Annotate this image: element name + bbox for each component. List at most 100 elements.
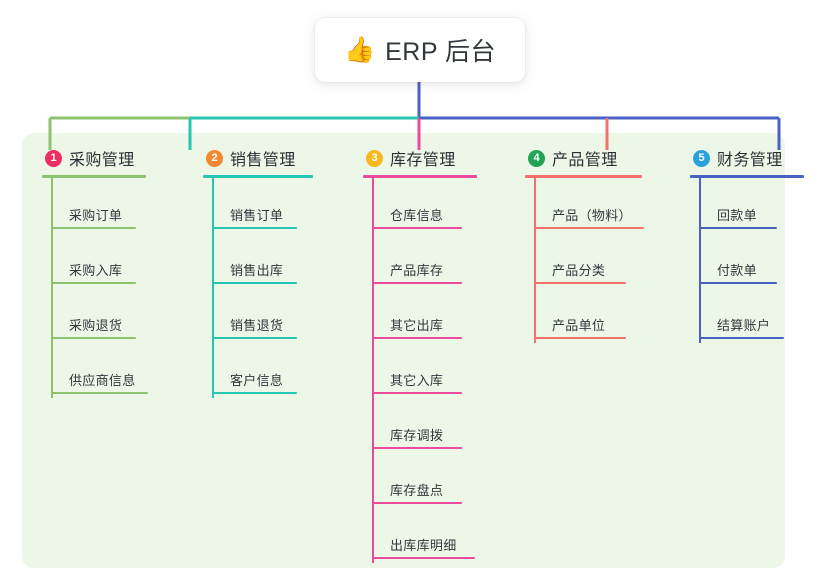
leaf-item[interactable]: 销售出库 [212,233,313,288]
column-badge-1: 1 [45,149,62,167]
leaf-label: 销售退货 [230,318,284,333]
column-title-3: 库存管理 [390,152,456,169]
leaf-label: 销售订单 [230,208,284,223]
leaf-label: 出库库明细 [390,538,457,553]
leaf-label: 产品分类 [552,263,606,278]
root-title: ERP 后台 [385,38,497,66]
leaf-underline [212,227,297,229]
column-body-3: 仓库信息产品库存其它出库其它入库库存调拨库存盘点出库库明细 [363,178,477,563]
leaf-label: 其它入库 [390,373,444,388]
column-body-5: 回款单付款单结算账户 [690,178,804,343]
column-5: 5 财务管理回款单付款单结算账户 [690,146,804,343]
column-trunk-2 [212,178,214,398]
column-title-1: 采购管理 [69,152,135,169]
leaf-underline [51,227,136,229]
column-trunk-1 [51,178,53,398]
column-header-3[interactable]: 3 库存管理 [363,146,477,170]
leaf-underline [372,337,462,339]
column-trunk-5 [699,178,701,343]
column-badge-5: 5 [693,149,710,167]
leaf-underline [372,282,462,284]
leaf-item[interactable]: 出库库明细 [372,508,477,563]
leaf-underline [212,337,297,339]
leaf-label: 供应商信息 [69,373,136,388]
leaf-label: 采购退货 [69,318,123,333]
leaf-item[interactable]: 产品分类 [534,233,642,288]
leaf-label: 库存盘点 [390,483,444,498]
leaf-label: 客户信息 [230,373,284,388]
leaf-underline [51,337,136,339]
leaf-underline [372,392,462,394]
leaf-underline [212,392,297,394]
leaf-label: 库存调拨 [390,428,444,443]
leaf-underline [212,282,297,284]
leaf-item[interactable]: 产品库存 [372,233,477,288]
leaf-label: 产品单位 [552,318,606,333]
column-underline-3 [363,175,477,178]
leaf-item[interactable]: 库存调拨 [372,398,477,453]
leaf-underline [51,392,148,394]
leaf-label: 其它出库 [390,318,444,333]
leaf-underline [372,502,462,504]
column-underline-2 [203,175,313,178]
column-badge-3: 3 [366,149,383,167]
column-4: 4 产品管理产品（物料） 产品分类产品单位 [525,146,644,343]
column-underline-4 [525,175,642,178]
column-title-2: 销售管理 [230,152,296,169]
leaf-label: 产品库存 [390,263,444,278]
leaf-item[interactable]: 库存盘点 [372,453,477,508]
column-trunk-3 [372,178,374,563]
column-underline-1 [42,175,146,178]
column-body-4: 产品（物料） 产品分类产品单位 [525,178,644,343]
leaf-label: 回款单 [717,208,757,223]
leaf-item[interactable]: 仓库信息 [372,178,477,233]
column-header-4[interactable]: 4 产品管理 [525,146,642,170]
column-trunk-4 [534,178,536,343]
leaf-item[interactable]: 采购订单 [51,178,146,233]
leaf-item[interactable]: 销售退货 [212,288,313,343]
leaf-underline [51,282,136,284]
leaf-underline [699,337,784,339]
thumbs-up-icon: 👍 [343,35,376,64]
column-header-5[interactable]: 5 财务管理 [690,146,804,170]
leaf-item[interactable]: 其它入库 [372,343,477,398]
leaf-item[interactable]: 销售订单 [212,178,313,233]
leaf-underline [699,227,777,229]
leaf-underline [699,282,777,284]
leaf-item[interactable]: 付款单 [699,233,804,288]
diagram-panel [22,133,785,568]
leaf-item[interactable]: 采购入库 [51,233,146,288]
column-title-4: 产品管理 [552,152,618,169]
leaf-label: 采购入库 [69,263,123,278]
column-badge-4: 4 [528,149,545,167]
leaf-underline [372,447,462,449]
column-body-1: 采购订单采购入库采购退货供应商信息 [42,178,148,398]
leaf-underline [372,227,462,229]
leaf-underline [534,282,626,284]
leaf-item[interactable]: 产品单位 [534,288,642,343]
leaf-item[interactable]: 其它出库 [372,288,477,343]
leaf-label: 结算账户 [717,318,771,333]
leaf-item[interactable]: 结算账户 [699,288,804,343]
column-header-1[interactable]: 1 采购管理 [42,146,146,170]
leaf-item[interactable]: 客户信息 [212,343,313,398]
leaf-item[interactable]: 产品（物料） [534,178,644,233]
leaf-label: 采购订单 [69,208,123,223]
leaf-item[interactable]: 供应商信息 [51,343,148,398]
leaf-underline [372,557,475,559]
leaf-item[interactable]: 回款单 [699,178,804,233]
leaf-label: 仓库信息 [390,208,444,223]
column-title-5: 财务管理 [717,152,783,169]
root-title-card[interactable]: 👍 ERP 后台 [315,18,525,82]
column-3: 3 库存管理仓库信息产品库存其它出库其它入库库存调拨库存盘点出库库明细 [363,146,477,563]
column-body-2: 销售订单销售出库销售退货客户信息 [203,178,313,398]
leaf-label: 付款单 [717,263,757,278]
column-1: 1 采购管理采购订单采购入库采购退货供应商信息 [42,146,148,398]
leaf-underline [534,337,626,339]
leaf-item[interactable]: 采购退货 [51,288,146,343]
leaf-label: 产品（物料） [552,208,632,223]
